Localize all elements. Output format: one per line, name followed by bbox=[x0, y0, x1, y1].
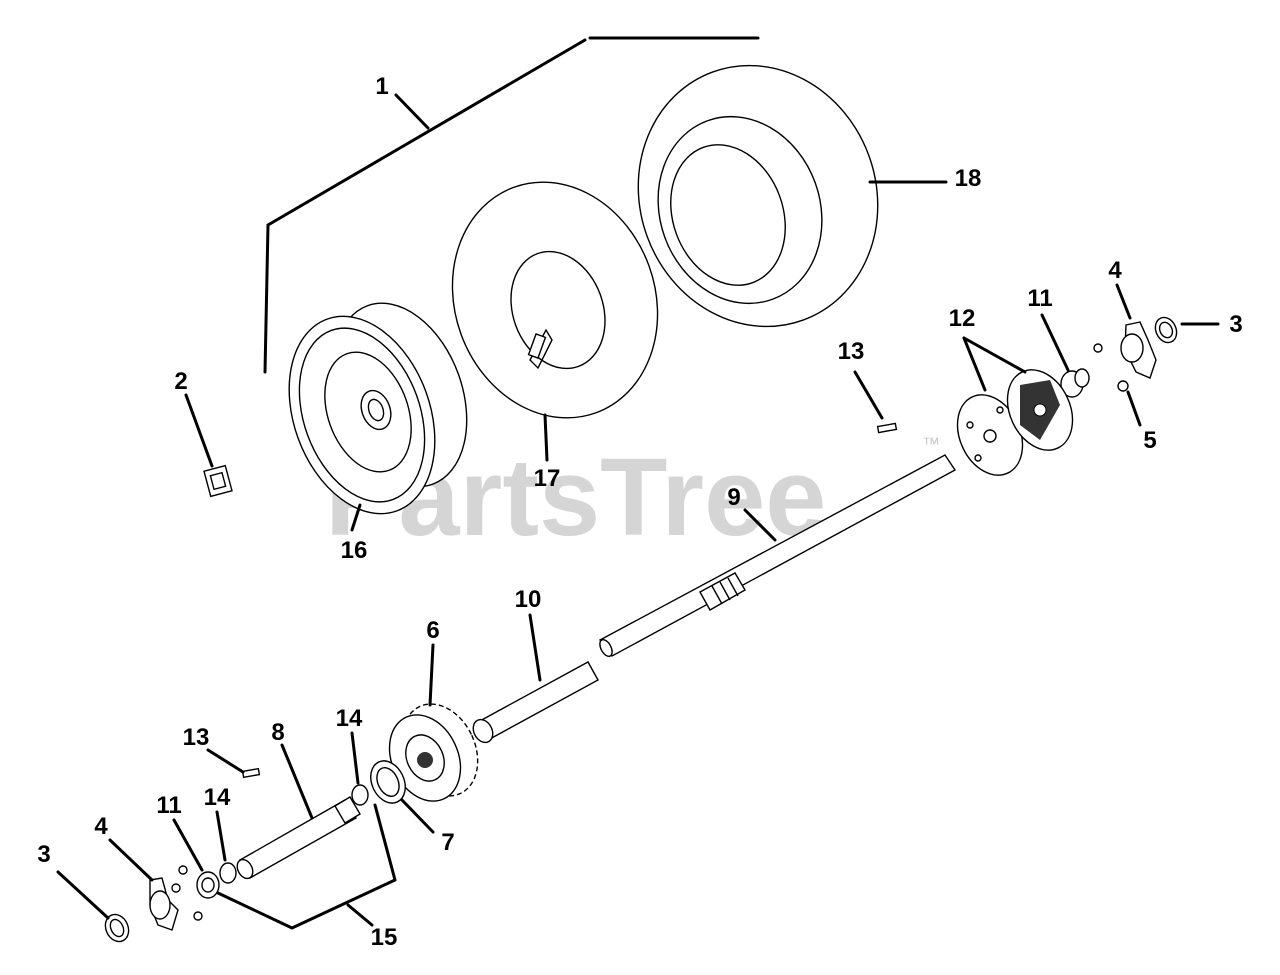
part-11-bearing-left[interactable] bbox=[196, 871, 220, 899]
part-8-shaft[interactable] bbox=[234, 796, 361, 881]
part-5-bolt[interactable] bbox=[1117, 380, 1129, 392]
leader-lines bbox=[56, 36, 1220, 930]
callout-3-right[interactable]: 3 bbox=[1229, 311, 1242, 338]
part-9-axle-shaft[interactable] bbox=[597, 454, 957, 658]
callout-1[interactable]: 1 bbox=[375, 73, 388, 100]
callout-6[interactable]: 6 bbox=[426, 617, 439, 644]
callout-13-right[interactable]: 13 bbox=[838, 338, 865, 365]
callout-11-right[interactable]: 11 bbox=[1027, 285, 1052, 312]
callout-13-left[interactable]: 13 bbox=[183, 724, 210, 751]
callout-16[interactable]: 16 bbox=[341, 537, 368, 564]
watermark-trademark: ™ bbox=[922, 434, 940, 454]
callout-15[interactable]: 15 bbox=[371, 924, 398, 951]
callout-9[interactable]: 9 bbox=[727, 484, 740, 511]
part-13-pin-left[interactable] bbox=[241, 767, 261, 779]
callout-4-right[interactable]: 4 bbox=[1108, 257, 1122, 284]
part-12-hub-adapter[interactable] bbox=[995, 359, 1085, 460]
callout-5[interactable]: 5 bbox=[1143, 427, 1156, 454]
callout-17[interactable]: 17 bbox=[534, 465, 561, 492]
callout-8[interactable]: 8 bbox=[271, 719, 284, 746]
part-10-tube[interactable] bbox=[469, 661, 599, 746]
part-2-clip[interactable] bbox=[203, 464, 233, 498]
part-4-flange-left[interactable] bbox=[149, 865, 203, 931]
part-14-bushing-upper[interactable] bbox=[351, 784, 369, 806]
callout-7[interactable]: 7 bbox=[441, 829, 454, 856]
callout-14-lower[interactable]: 14 bbox=[204, 784, 231, 811]
callout-3-left[interactable]: 3 bbox=[37, 841, 50, 868]
part-3-washer-right[interactable] bbox=[1151, 314, 1180, 346]
callout-18[interactable]: 18 bbox=[955, 165, 982, 192]
part-7-washer[interactable] bbox=[364, 755, 412, 808]
callout-2[interactable]: 2 bbox=[174, 368, 187, 395]
callout-4-left[interactable]: 4 bbox=[94, 813, 108, 840]
part-16-wheel-rim[interactable] bbox=[263, 285, 491, 535]
part-11-bearing-right[interactable] bbox=[1060, 368, 1090, 398]
part-3-washer-left[interactable] bbox=[101, 911, 133, 946]
callout-11-left[interactable]: 11 bbox=[156, 792, 181, 819]
callout-10[interactable]: 10 bbox=[515, 586, 542, 613]
part-13-pin-right[interactable] bbox=[876, 422, 898, 434]
callout-labels: 1 2 3 4 5 6 7 8 9 10 11 12 13 14 15 16 1… bbox=[37, 73, 1242, 951]
part-18-tire[interactable] bbox=[602, 32, 914, 361]
part-14-bushing-lower[interactable] bbox=[219, 862, 237, 884]
part-17-inner-tube[interactable] bbox=[420, 153, 690, 447]
part-4-flange-right[interactable] bbox=[1093, 321, 1157, 379]
callout-14-upper[interactable]: 14 bbox=[336, 705, 363, 732]
callout-12[interactable]: 12 bbox=[949, 305, 976, 332]
part-6-gear[interactable] bbox=[376, 692, 492, 813]
